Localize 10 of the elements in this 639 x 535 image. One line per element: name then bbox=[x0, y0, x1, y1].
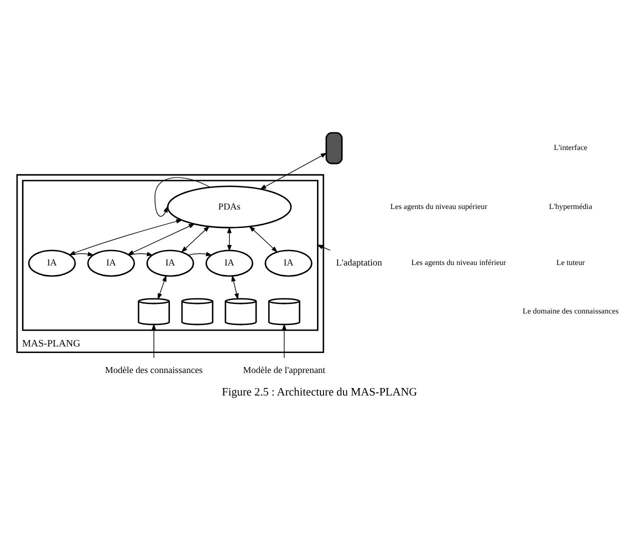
node-text: Modèle de l'apprenant bbox=[243, 366, 326, 376]
label: Le tuteur bbox=[556, 258, 585, 268]
node-text: Modèle des connaissances bbox=[105, 366, 203, 376]
caption: Figure 2.5 : Architecture du MAS-PLANG bbox=[222, 386, 418, 399]
label: L'interface bbox=[554, 143, 588, 152]
label: L'hypermédia bbox=[549, 202, 592, 211]
label: Les agents du niveau inférieur bbox=[411, 258, 506, 268]
label: Le domaine des connaissances bbox=[522, 306, 619, 316]
node-text: L'adaptation bbox=[336, 258, 382, 269]
label: Les agents du niveau supérieur bbox=[390, 202, 488, 211]
